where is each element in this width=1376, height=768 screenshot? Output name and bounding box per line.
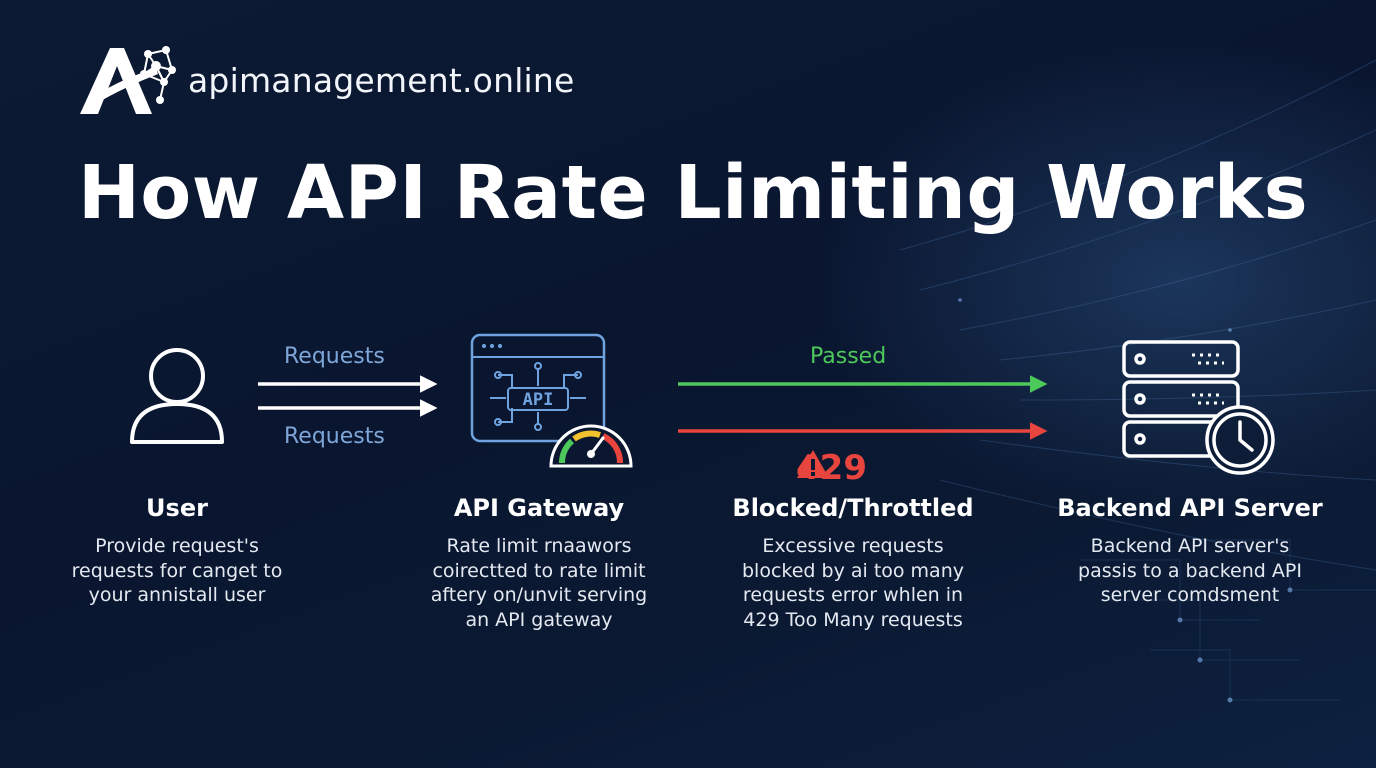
node-title: API Gateway bbox=[453, 494, 625, 522]
description-line: Excessive requests bbox=[762, 535, 944, 557]
description-line: 429 Too Many requests bbox=[743, 608, 963, 631]
node-user: User Provide request's requests for cang… bbox=[47, 494, 307, 608]
diagram-canvas: API bbox=[130, 333, 1275, 475]
svg-text:API: API bbox=[523, 390, 554, 410]
node-description: Rate limit rnaawors coirectted to rate l… bbox=[409, 534, 669, 632]
requests-label-top: Requests bbox=[284, 344, 385, 369]
node-description: Backend API server's passis to a backend… bbox=[1055, 534, 1325, 608]
a-network-logo-icon bbox=[80, 46, 176, 114]
node-backend-api-server: Backend API Server Backend API server's … bbox=[1055, 494, 1325, 608]
node-blocked-throttled: Blocked/Throttled Excessive requests blo… bbox=[713, 494, 993, 632]
description-line: Backend API server's bbox=[1090, 535, 1290, 557]
node-description: Provide request's requests for canget to… bbox=[47, 534, 307, 608]
node-title: User bbox=[146, 494, 208, 522]
brand-name: apimanagement.online bbox=[188, 60, 575, 100]
description-line: an API gateway bbox=[465, 608, 613, 631]
description-line: aftery on/unvit serving bbox=[430, 584, 648, 606]
brand[interactable]: apimanagement.online bbox=[78, 44, 575, 116]
warning-icon bbox=[797, 450, 829, 478]
description-line: passis to a backend API bbox=[1078, 559, 1302, 582]
rate-limit-diagram: API bbox=[0, 320, 1376, 510]
node-title: Blocked/Throttled bbox=[732, 494, 974, 522]
passed-label: Passed bbox=[810, 344, 887, 369]
description-line: Provide request's bbox=[95, 535, 259, 557]
error-code-badge: 429 bbox=[796, 448, 867, 488]
page-title: How API Rate Limiting Works bbox=[78, 150, 1309, 236]
description-line: server comdsment bbox=[1100, 584, 1280, 606]
description-line: your annistall user bbox=[88, 584, 266, 606]
description-line: Rate limit rnaawors bbox=[446, 535, 632, 557]
node-title: Backend API Server bbox=[1057, 494, 1323, 522]
description-line: coirectted to rate limit bbox=[432, 559, 646, 582]
node-description: Excessive requests blocked by ai too man… bbox=[713, 534, 993, 632]
description-line: requests error whlen in bbox=[742, 584, 964, 606]
description-line: blocked by ai too many bbox=[741, 559, 964, 582]
server-clock-icon bbox=[1122, 340, 1275, 475]
description-line: requests for canget to bbox=[71, 559, 283, 582]
user-icon bbox=[130, 348, 224, 444]
node-api-gateway: API Gateway Rate limit rnaawors coirectt… bbox=[409, 494, 669, 632]
api-gateway-icon: API bbox=[470, 333, 633, 468]
requests-label-bottom: Requests bbox=[284, 424, 385, 449]
